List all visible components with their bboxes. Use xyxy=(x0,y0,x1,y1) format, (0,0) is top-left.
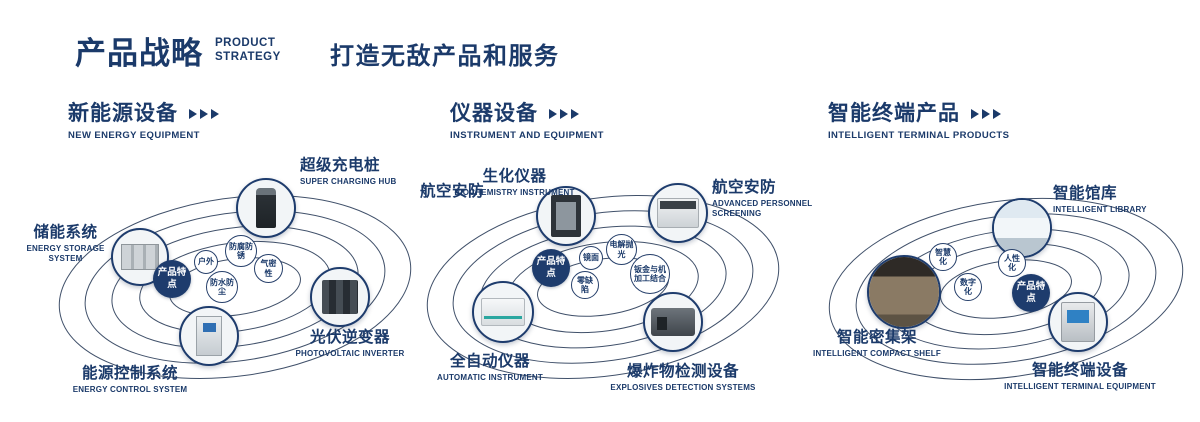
feature-bubble: 电解抛光 xyxy=(606,234,637,265)
storage-cabinet-illustration xyxy=(121,244,159,270)
product-features-badge: 产品特点 xyxy=(1012,274,1050,312)
intelligent-terminal-photo xyxy=(1048,292,1108,352)
section-subtitle: NEW ENERGY EQUIPMENT xyxy=(68,130,200,141)
product-label-automatic-instrument: 全自动仪器 AUTOMATIC INSTRUMENT xyxy=(437,353,543,382)
product-label-intelligent-library: 智能馆库 INTELLIGENT LIBRARY xyxy=(1053,185,1147,214)
triple-arrow-icon xyxy=(968,108,1001,119)
product-label-intelligent-terminal: 智能终端设备 INTELLIGENT TERMINAL EQUIPMENT xyxy=(1004,362,1156,391)
control-cabinet-illustration xyxy=(196,316,222,356)
page-title-en: PRODUCT STRATEGY xyxy=(215,37,281,63)
screening-machine-illustration xyxy=(657,198,699,228)
page-header: 产品战略 PRODUCT STRATEGY xyxy=(75,28,281,73)
rack-illustration xyxy=(551,195,581,237)
product-label-personnel-screening: 航空安防 ADVANCED PERSONNEL SCREENING xyxy=(712,179,813,218)
terminal-kiosk-illustration xyxy=(1061,302,1095,342)
section-header-intelligent: 智能终端产品 INTELLIGENT TERMINAL PRODUCTS xyxy=(828,97,1009,141)
section-title: 智能终端产品 xyxy=(828,102,960,125)
product-label-biochemistry: 生化仪器 BIOCHEMISTRY INSTRUMENT xyxy=(454,168,575,197)
feature-bubble: 零缺陷 xyxy=(571,271,599,299)
section-title: 新能源设备 xyxy=(68,102,178,125)
library-room-illustration xyxy=(994,200,1050,256)
product-features-badge: 产品特点 xyxy=(153,260,191,298)
analyzer-illustration xyxy=(481,298,525,326)
aviation-security-label: 航空安防 xyxy=(420,183,485,200)
feature-bubble: 防腐防锈 xyxy=(225,235,257,267)
explosives-detection-photo xyxy=(643,292,703,352)
triple-arrow-icon xyxy=(546,108,579,119)
section-header-new-energy: 新能源设备 NEW ENERGY EQUIPMENT xyxy=(68,97,219,141)
product-label-super-charging-hub: 超级充电桩 SUPER CHARGING HUB xyxy=(300,157,397,186)
feature-bubble: 防水防尘 xyxy=(206,271,238,303)
section-subtitle: INSTRUMENT AND EQUIPMENT xyxy=(450,130,604,141)
page-title: 产品战略 xyxy=(75,36,203,71)
page-title-en-line1: PRODUCT xyxy=(215,37,276,50)
product-label-photovoltaic-inverter: 光伏逆变器 PHOTOVOLTAIC INVERTER xyxy=(295,329,405,358)
product-label-explosives-detection: 爆炸物检测设备 EXPLOSIVES DETECTION SYSTEMS xyxy=(610,363,756,392)
energy-control-photo xyxy=(179,306,239,366)
triple-arrow-icon xyxy=(186,108,219,119)
feature-bubble: 智慧化 xyxy=(929,243,957,271)
automatic-instrument-photo xyxy=(472,281,534,343)
product-features-badge: 产品特点 xyxy=(532,249,570,287)
page-title-en-line2: STRATEGY xyxy=(215,50,281,63)
section-subtitle: INTELLIGENT TERMINAL PRODUCTS xyxy=(828,130,1010,141)
feature-bubble: 户外 xyxy=(194,250,218,274)
feature-bubble: 数字化 xyxy=(954,273,982,301)
feature-bubble: 人性化 xyxy=(998,249,1026,277)
page-slogan: 打造无敌产品和服务 xyxy=(330,43,560,70)
feature-bubble: 气密性 xyxy=(254,254,283,283)
feature-bubble: 钣金与机加工结合 xyxy=(630,254,670,294)
product-label-energy-storage: 储能系统 ENERGY STORAGE SYSTEM xyxy=(26,224,105,263)
shelf-interior-illustration xyxy=(869,257,939,327)
section-title: 仪器设备 xyxy=(450,102,538,125)
product-label-energy-control: 能源控制系统 ENERGY CONTROL SYSTEM xyxy=(72,365,188,394)
charger-illustration xyxy=(256,188,276,228)
photovoltaic-inverter-photo xyxy=(310,267,370,327)
super-charging-hub-photo xyxy=(236,178,296,238)
personnel-screening-photo xyxy=(648,183,708,243)
intelligent-library-photo xyxy=(992,198,1052,258)
feature-bubble: 镜面 xyxy=(579,246,603,270)
scanner-illustration xyxy=(651,308,695,336)
section-header-instruments: 仪器设备 INSTRUMENT AND EQUIPMENT xyxy=(450,97,604,141)
product-label-compact-shelf: 智能密集架 INTELLIGENT COMPACT SHELF xyxy=(813,329,941,358)
biochemistry-instrument-photo xyxy=(536,186,596,246)
inverter-illustration xyxy=(322,280,358,314)
compact-shelf-photo xyxy=(867,255,941,329)
